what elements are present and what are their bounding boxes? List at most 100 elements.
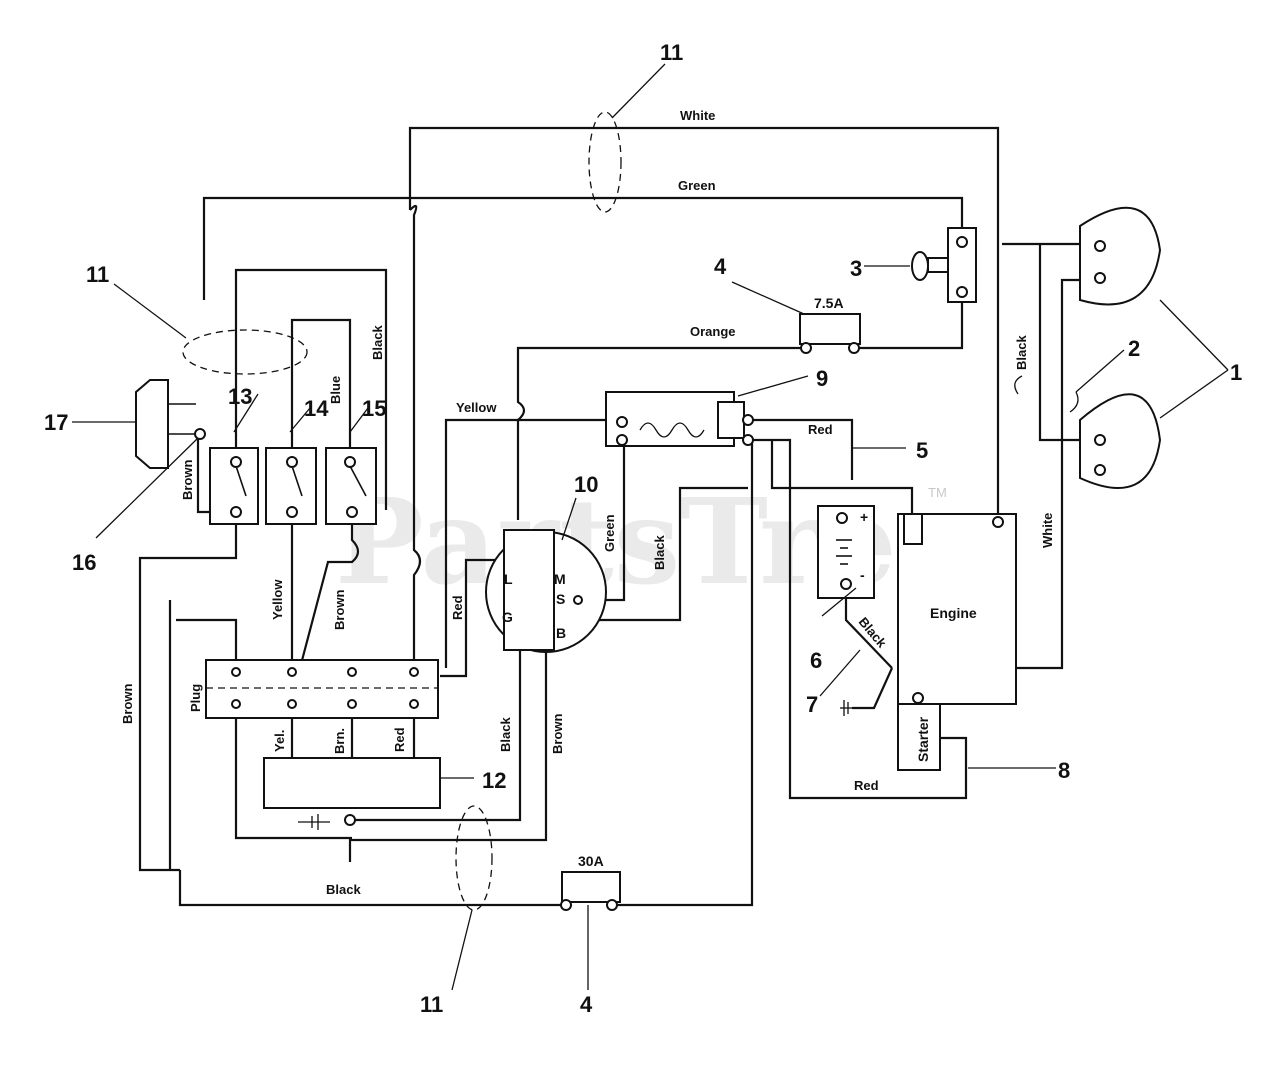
ignition-switch: L M S G B bbox=[485, 529, 607, 653]
plug-label: Plug bbox=[188, 684, 203, 712]
label-green-top: Green bbox=[678, 178, 716, 193]
label-red-battery: Red bbox=[808, 422, 833, 437]
ign-B: B bbox=[556, 625, 566, 641]
light-switch bbox=[911, 227, 977, 303]
headlight-upper bbox=[1079, 206, 1162, 306]
label-blue: Blue bbox=[328, 376, 343, 404]
plug: Plug bbox=[188, 659, 439, 719]
callout-6: 6 bbox=[810, 648, 822, 673]
ign-G: G bbox=[502, 609, 513, 625]
callout-7: 7 bbox=[806, 692, 818, 717]
wire-ign-black2 bbox=[578, 486, 748, 622]
battery: + - bbox=[817, 505, 875, 599]
label-yellow-switch: Yellow bbox=[270, 579, 285, 620]
watermark-tm: TM bbox=[928, 485, 947, 500]
fuse-upper-rating: 7.5A bbox=[814, 295, 844, 311]
harness-ellipse-top bbox=[588, 111, 622, 213]
wire-orange-right bbox=[854, 292, 964, 350]
callout-11-bottom: 11 bbox=[420, 992, 443, 1017]
headlight-lower bbox=[1079, 393, 1162, 489]
label-brown-light: Brown bbox=[180, 460, 195, 501]
callout-14: 14 bbox=[304, 396, 329, 421]
wire-solenoid-red2 bbox=[752, 438, 968, 800]
regulator bbox=[263, 757, 441, 830]
wire-green-top bbox=[202, 196, 964, 300]
starter: Starter bbox=[897, 692, 941, 771]
callout-10: 10 bbox=[574, 472, 598, 497]
label-brown-left: Brown bbox=[120, 684, 135, 725]
label-black-headlight: Black bbox=[1014, 335, 1029, 370]
callout-numbers: 11 11 11 17 16 13 14 15 3 4 9 10 5 6 7 8… bbox=[44, 40, 1242, 1017]
callout-17: 17 bbox=[44, 410, 68, 435]
engine: Engine bbox=[897, 513, 1017, 705]
callout-8: 8 bbox=[1058, 758, 1070, 783]
switch-15 bbox=[325, 447, 377, 525]
callout-2: 2 bbox=[1128, 336, 1140, 361]
callout-16: 16 bbox=[72, 550, 96, 575]
label-black-bottom: Black bbox=[326, 882, 361, 897]
callout-12: 12 bbox=[482, 768, 506, 793]
label-white-right: White bbox=[1040, 513, 1055, 548]
wire-ground bbox=[852, 667, 894, 710]
wire-black-bottom bbox=[178, 870, 566, 907]
callout-4-top: 4 bbox=[714, 254, 727, 279]
wire-switch13 bbox=[234, 268, 388, 510]
wire-yellow-solenoid bbox=[444, 418, 614, 668]
fuse-30a: 30A bbox=[560, 853, 621, 911]
callout-15: 15 bbox=[362, 396, 386, 421]
label-green-ignition: Green bbox=[602, 514, 617, 552]
starter-label: Starter bbox=[915, 716, 931, 762]
harness-ellipse-left bbox=[182, 329, 308, 375]
label-yellow-solenoid: Yellow bbox=[456, 400, 497, 415]
wire-headlight-black2 bbox=[1038, 244, 1088, 442]
wire-brown-loop bbox=[176, 618, 238, 668]
wire-labels: White Green Orange Yellow Red Red Black … bbox=[120, 108, 1055, 897]
callout-5: 5 bbox=[916, 438, 928, 463]
label-black-ground: Black bbox=[856, 614, 890, 651]
fuse-holder-bracket bbox=[1014, 375, 1079, 413]
label-white-top: White bbox=[680, 108, 715, 123]
wire-solenoid-red bbox=[748, 418, 854, 480]
light-17 bbox=[135, 379, 206, 469]
callout-11-top: 11 bbox=[660, 40, 683, 65]
leader-lines bbox=[72, 63, 1229, 991]
label-black-switch: Black bbox=[370, 325, 385, 360]
fuse-7-5a: 7.5A bbox=[799, 295, 861, 354]
callout-4-bottom: 4 bbox=[580, 992, 593, 1017]
callout-9: 9 bbox=[816, 366, 828, 391]
label-brown-switch: Brown bbox=[332, 590, 347, 631]
label-brn-abbrev: Brn. bbox=[332, 728, 347, 754]
callout-3: 3 bbox=[850, 256, 862, 281]
wire-switch14-blue bbox=[290, 318, 352, 460]
label-red-abbrev: Red bbox=[392, 727, 407, 752]
callout-13: 13 bbox=[228, 384, 252, 409]
label-black-ignition: Black bbox=[652, 535, 667, 570]
wire-plug-left bbox=[234, 700, 352, 840]
label-brown-reg: Brown bbox=[550, 714, 565, 755]
engine-label: Engine bbox=[930, 605, 977, 621]
ign-S: S bbox=[556, 591, 565, 607]
switch-13 bbox=[209, 447, 259, 525]
label-orange: Orange bbox=[690, 324, 736, 339]
battery-neg: - bbox=[860, 567, 865, 583]
callout-11-left: 11 bbox=[86, 262, 109, 287]
wire-white-top bbox=[408, 126, 1000, 520]
harness-ellipse-bottom bbox=[455, 805, 493, 911]
label-black-reg: Black bbox=[498, 717, 513, 752]
wire-ign-brown bbox=[348, 620, 548, 862]
ign-L: L bbox=[504, 571, 513, 587]
fuse-lower-rating: 30A bbox=[578, 853, 604, 869]
solenoid bbox=[605, 391, 754, 447]
callout-1: 1 bbox=[1230, 360, 1242, 385]
ground-symbol bbox=[840, 700, 852, 716]
wire-brown-left bbox=[138, 512, 238, 872]
ign-M: M bbox=[554, 571, 566, 587]
label-red-plug: Red bbox=[450, 595, 465, 620]
wire-ign-black bbox=[350, 620, 522, 822]
battery-pos: + bbox=[860, 509, 868, 525]
switch-14 bbox=[265, 447, 317, 525]
label-yel-abbrev: Yel. bbox=[272, 730, 287, 752]
wire-brown-switch bbox=[298, 512, 360, 669]
